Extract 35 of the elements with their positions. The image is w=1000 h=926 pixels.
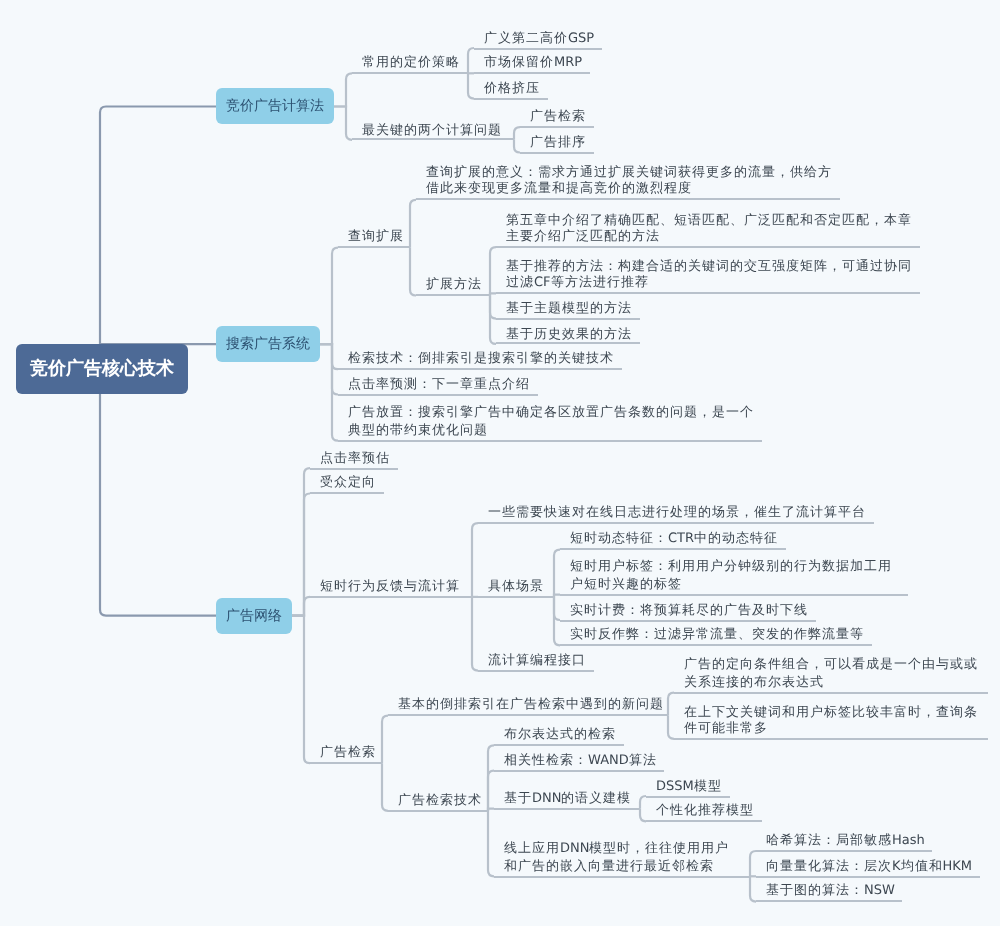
connector-line	[552, 596, 562, 647]
connector-line	[292, 614, 312, 765]
connector-line	[408, 247, 418, 297]
connector-line	[488, 292, 496, 296]
connector-line	[98, 343, 216, 346]
connector-line	[748, 876, 758, 903]
connector-line	[748, 849, 758, 877]
connector-line	[638, 808, 648, 823]
connector-line	[486, 807, 494, 812]
connector-line	[98, 394, 216, 617]
connector-line	[638, 794, 648, 809]
connector-line	[552, 593, 560, 598]
connector-line	[748, 875, 756, 878]
connector-line	[552, 548, 562, 597]
connector-line	[666, 691, 676, 716]
connector-line	[470, 595, 478, 598]
connector-line	[488, 246, 498, 296]
central-topic-box: 竞价广告核心技术	[16, 344, 188, 395]
connector-line	[380, 714, 390, 764]
connector-line	[334, 105, 354, 141]
connector-line	[512, 126, 522, 140]
connector-line	[466, 73, 476, 100]
connector-line	[512, 139, 522, 154]
connector-line	[408, 198, 418, 248]
connector-line	[486, 769, 496, 811]
connector-line	[380, 763, 390, 812]
connector-line	[470, 596, 480, 672]
connector-line	[666, 715, 676, 740]
connector-line	[486, 810, 496, 878]
connector-line	[320, 343, 340, 442]
connector-line	[98, 105, 216, 345]
connector-line	[488, 295, 498, 345]
connector-line	[470, 522, 480, 597]
connector-line	[466, 46, 476, 74]
connector-line	[466, 72, 474, 75]
